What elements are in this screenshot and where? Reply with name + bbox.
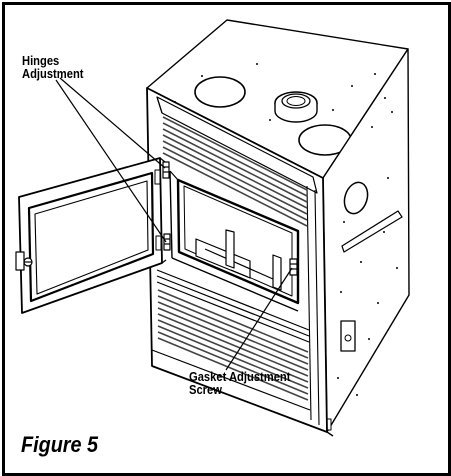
hinges-adjustment-label: Hinges Adjustment [22, 54, 83, 80]
door-latch-handle [15, 251, 33, 271]
side-panel-channel [341, 210, 403, 253]
figure-caption: Figure 5 [21, 432, 99, 457]
side-access-plate [340, 320, 356, 352]
gasket-label-line-1: Gasket Adjustment [189, 369, 291, 384]
gasket-adjustment-screw [289, 258, 298, 276]
open-door [18, 157, 167, 314]
upper-hinge [162, 161, 170, 179]
hinges-leader-lower [55, 79, 167, 243]
top-opening-left [194, 76, 246, 108]
flue-collar [274, 91, 318, 123]
gasket-adjustment-screw-label: Gasket Adjustment Screw [189, 370, 290, 396]
lower-louver-grille [157, 289, 309, 401]
gasket-label-line-2: Screw [189, 382, 222, 397]
firebox-interior [195, 229, 283, 291]
firebox-window [176, 178, 300, 305]
lower-hinge [163, 233, 171, 251]
side-vent-opening [343, 181, 369, 215]
firebox-window-inner [183, 185, 293, 297]
gasket-leader [225, 267, 293, 371]
hinges-label-line-2: Adjustment [22, 66, 84, 81]
hinges-label-line-1: Hinges [22, 53, 60, 68]
hinges-leader-upper [59, 77, 166, 169]
fastener-dots [174, 63, 398, 396]
upper-louver-grille [162, 116, 308, 227]
